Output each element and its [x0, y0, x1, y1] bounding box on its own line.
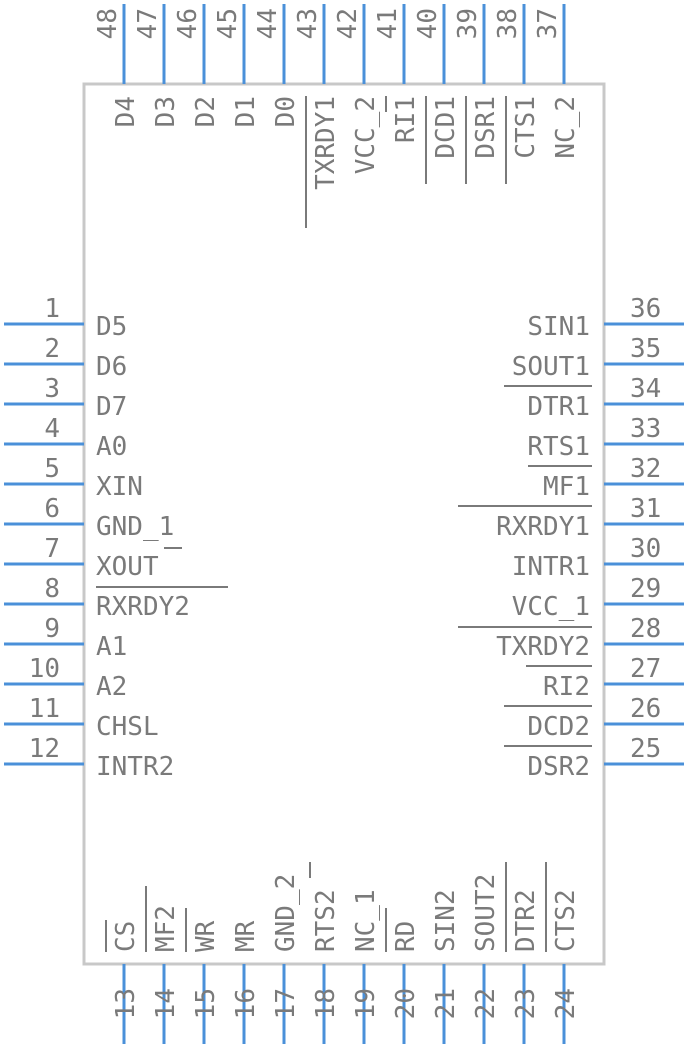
pin-7-label: XOUT: [96, 552, 159, 582]
pin-30-number: 30: [630, 534, 661, 564]
pin-5-number: 5: [44, 454, 60, 484]
pin-44-number: 44: [253, 8, 283, 39]
pin-39-label: DSR1: [471, 96, 501, 159]
pin-5-label: XIN: [96, 472, 143, 502]
pin-4-number: 4: [44, 414, 60, 444]
pin-47-label: D3: [151, 96, 181, 127]
pin-32-number: 32: [630, 454, 661, 484]
pin-1-label: D5: [96, 312, 127, 342]
pin-9-label: A1: [96, 632, 127, 662]
pin-28-number: 28: [630, 614, 661, 644]
pin-2-label: D6: [96, 352, 127, 382]
pin-11-number: 11: [29, 694, 60, 724]
pin-43-label: TXRDY1: [311, 96, 341, 190]
pin-16-label: MR: [231, 920, 261, 952]
pin-17-number: 17: [271, 988, 301, 1019]
pin-33-number: 33: [630, 414, 661, 444]
pin-27-number: 27: [630, 654, 661, 684]
pin-1-number: 1: [44, 294, 60, 324]
pin-17-label: GND_2: [271, 874, 301, 952]
pin-43-number: 43: [293, 8, 323, 39]
pin-29-number: 29: [630, 574, 661, 604]
pin-12-label: INTR2: [96, 752, 174, 782]
pin-9-number: 9: [44, 614, 60, 644]
pin-31-number: 31: [630, 494, 661, 524]
pin-40-label: DCD1: [431, 96, 461, 159]
pin-36-number: 36: [630, 294, 661, 324]
pin-37-label: NC_2: [551, 96, 581, 159]
pin-27-label: RI2: [543, 672, 590, 702]
pin-14-label: MF2: [151, 905, 181, 952]
pin-28-label: TXRDY2: [496, 632, 590, 662]
pin-46-number: 46: [173, 8, 203, 39]
pin-4-label: A0: [96, 432, 127, 462]
pin-21-label: SIN2: [431, 889, 461, 952]
pin-38-label: CTS1: [511, 96, 541, 159]
pin-13-number: 13: [111, 988, 141, 1019]
pin-48-number: 48: [93, 8, 123, 39]
pin-7-number: 7: [44, 534, 60, 564]
pin-20-label: RD: [391, 921, 421, 952]
pin-34-number: 34: [630, 374, 661, 404]
pin-23-label: DTR2: [511, 889, 541, 952]
pin-26-label: DCD2: [527, 712, 590, 742]
pin-35-label: SOUT1: [512, 352, 590, 382]
pin-34-label: DTR1: [527, 392, 590, 422]
pin-40-number: 40: [413, 8, 443, 39]
pin-48-label: D4: [111, 96, 141, 127]
pin-11-label: CHSL: [96, 712, 159, 742]
pin-25-label: DSR2: [527, 752, 590, 782]
pin-22-label: SOUT2: [471, 874, 501, 952]
pin-33-label: RTS1: [527, 432, 590, 462]
pin-29-label: VCC_1: [512, 592, 590, 622]
pin-36-label: SIN1: [527, 312, 590, 342]
pin-45-number: 45: [213, 8, 243, 39]
pin-19-number: 19: [351, 988, 381, 1019]
pin-13-label: CS: [111, 921, 141, 952]
pin-26-number: 26: [630, 694, 661, 724]
pin-10-number: 10: [29, 654, 60, 684]
pin-3-number: 3: [44, 374, 60, 404]
pin-6-number: 6: [44, 494, 60, 524]
pin-37-number: 37: [533, 8, 563, 39]
pin-20-number: 20: [391, 988, 421, 1019]
pin-23-number: 23: [511, 988, 541, 1019]
pin-24-number: 24: [551, 988, 581, 1019]
pin-18-label: RTS2: [311, 889, 341, 952]
ic-body: [82, 82, 606, 966]
pin-24-label: CTS2: [551, 889, 581, 952]
pin-21-number: 21: [431, 988, 461, 1019]
pin-32-label: MF1: [543, 472, 590, 502]
pin-10-label: A2: [96, 672, 127, 702]
pin-15-label: WR: [191, 920, 221, 952]
pin-14-number: 14: [151, 988, 181, 1019]
pin-45-label: D1: [231, 96, 261, 127]
pin-42-number: 42: [333, 8, 363, 39]
pin-15-number: 15: [191, 988, 221, 1019]
pin-2-number: 2: [44, 334, 60, 364]
pin-19-label: NC_1: [351, 889, 381, 952]
pin-25-number: 25: [630, 734, 661, 764]
pin-16-number: 16: [231, 988, 261, 1019]
pin-8-number: 8: [44, 574, 60, 604]
pin-47-number: 47: [133, 8, 163, 39]
pin-31-label: RXRDY1: [496, 512, 590, 542]
pin-30-label: INTR1: [512, 552, 590, 582]
pin-38-number: 38: [493, 8, 523, 39]
pin-22-number: 22: [471, 988, 501, 1019]
pin-35-number: 35: [630, 334, 661, 364]
pin-8-label: RXRDY2: [96, 592, 190, 622]
pin-6-label: GND_1: [96, 512, 174, 542]
pin-41-number: 41: [373, 8, 403, 39]
pin-41-label: RI1: [391, 96, 421, 143]
pin-44-label: D0: [271, 96, 301, 127]
pin-3-label: D7: [96, 392, 127, 422]
pin-12-number: 12: [29, 734, 60, 764]
pin-39-number: 39: [453, 8, 483, 39]
pin-46-label: D2: [191, 96, 221, 127]
pin-18-number: 18: [311, 988, 341, 1019]
pin-42-label: VCC_2: [351, 96, 381, 174]
